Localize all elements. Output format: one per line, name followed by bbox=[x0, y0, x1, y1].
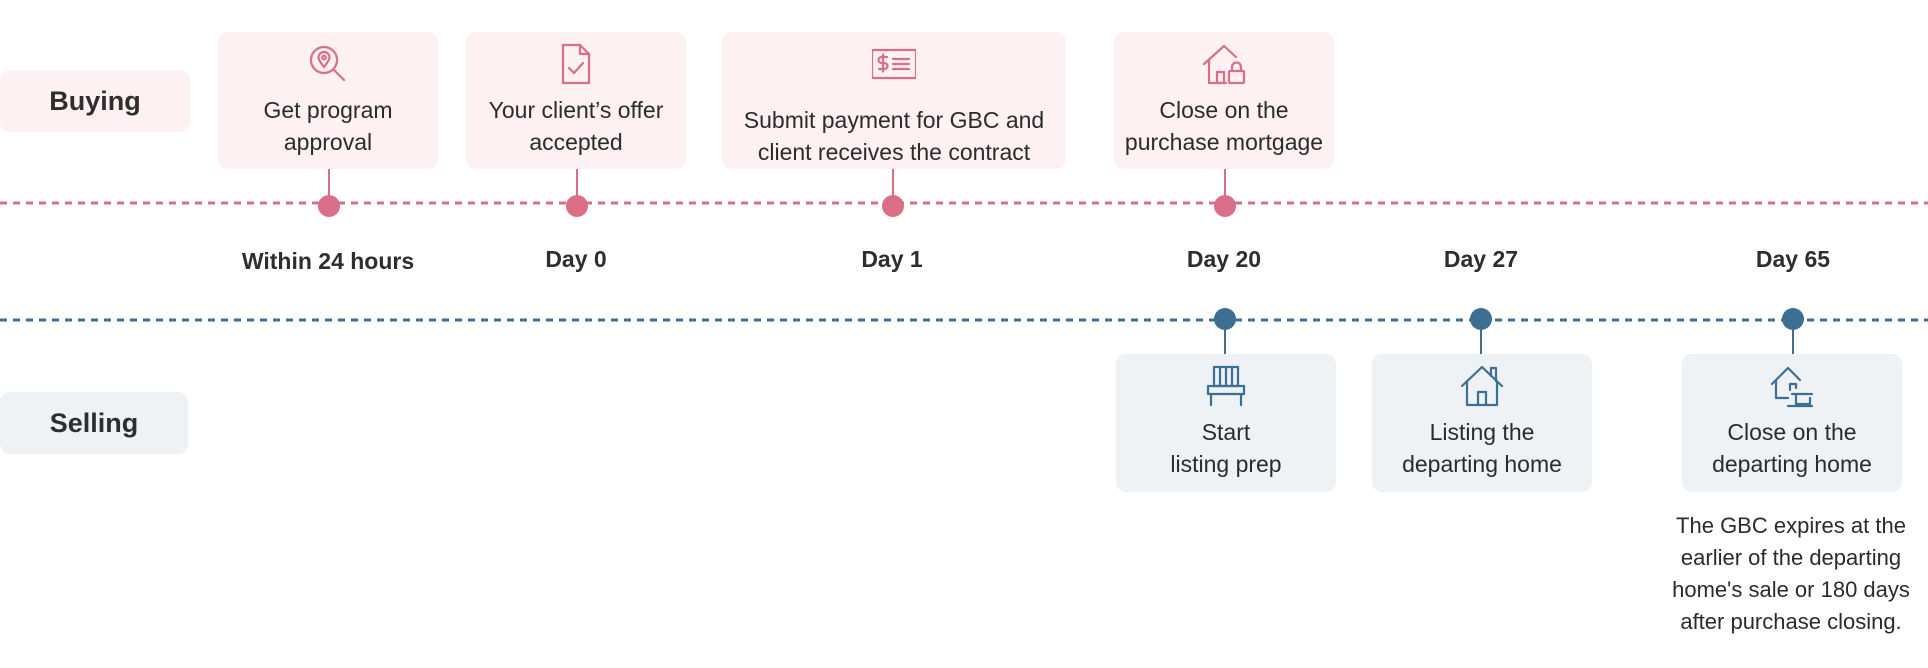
document-check-icon bbox=[561, 43, 591, 85]
selling-milestone-dot bbox=[1470, 308, 1492, 330]
house-sold-icon bbox=[1770, 366, 1814, 408]
house-lock-icon bbox=[1202, 44, 1246, 85]
gbc-expiry-note: The GBC expires at the earlier of the de… bbox=[1672, 513, 1910, 634]
selling-step-listing-prep: Start listing prep bbox=[1116, 354, 1336, 492]
day-label: Day 27 bbox=[1443, 246, 1519, 272]
day-label: Day 65 bbox=[1755, 246, 1831, 272]
buying-step-offer-accepted: Your client’s offer accepted bbox=[466, 32, 686, 169]
house-icon bbox=[1460, 365, 1504, 407]
buying-milestone-dot bbox=[566, 195, 588, 217]
selling-connector bbox=[1792, 322, 1794, 354]
buying-connector bbox=[328, 169, 330, 199]
selling-milestone-dot bbox=[1214, 308, 1236, 330]
day-label: Day 0 bbox=[545, 246, 607, 272]
selling-step-listing-home: Listing the departing home bbox=[1372, 354, 1592, 492]
buying-step-submit-payment: Submit payment for GBC and client receiv… bbox=[722, 32, 1066, 169]
buying-milestone-dot bbox=[882, 195, 904, 217]
payment-check-icon bbox=[872, 48, 916, 80]
buying-connector bbox=[892, 169, 894, 199]
step-text: Submit payment for GBC and client receiv… bbox=[743, 107, 1045, 165]
day-label: Within 24 hours bbox=[241, 248, 415, 274]
buying-timeline bbox=[0, 201, 1928, 205]
search-location-icon bbox=[309, 45, 346, 82]
selling-lane-label: Selling bbox=[0, 392, 188, 454]
staging-chair-icon bbox=[1206, 365, 1246, 407]
step-text: Close on the departing home bbox=[1712, 419, 1872, 477]
step-text: Get program approval bbox=[263, 97, 393, 155]
selling-milestone-dot bbox=[1782, 308, 1804, 330]
buying-connector bbox=[1224, 169, 1226, 199]
selling-timeline bbox=[0, 318, 1928, 322]
buying-milestone-dot bbox=[318, 195, 340, 217]
day-label: Day 20 bbox=[1186, 246, 1262, 272]
step-text: Close on the purchase mortgage bbox=[1124, 97, 1324, 155]
selling-connector bbox=[1224, 322, 1226, 354]
buying-step-close-purchase: Close on the purchase mortgage bbox=[1114, 32, 1334, 169]
step-text: Your client’s offer accepted bbox=[488, 97, 664, 155]
buying-connector bbox=[576, 169, 578, 199]
step-text: Start listing prep bbox=[1170, 419, 1282, 477]
selling-step-close-departing: Close on the departing home bbox=[1682, 354, 1902, 492]
buying-milestone-dot bbox=[1214, 195, 1236, 217]
day-label: Day 1 bbox=[861, 246, 923, 272]
buying-lane-label: Buying bbox=[0, 70, 190, 132]
selling-connector bbox=[1480, 322, 1482, 354]
buying-step-program-approval: Get program approval bbox=[218, 32, 438, 169]
step-text: Listing the departing home bbox=[1402, 419, 1562, 477]
